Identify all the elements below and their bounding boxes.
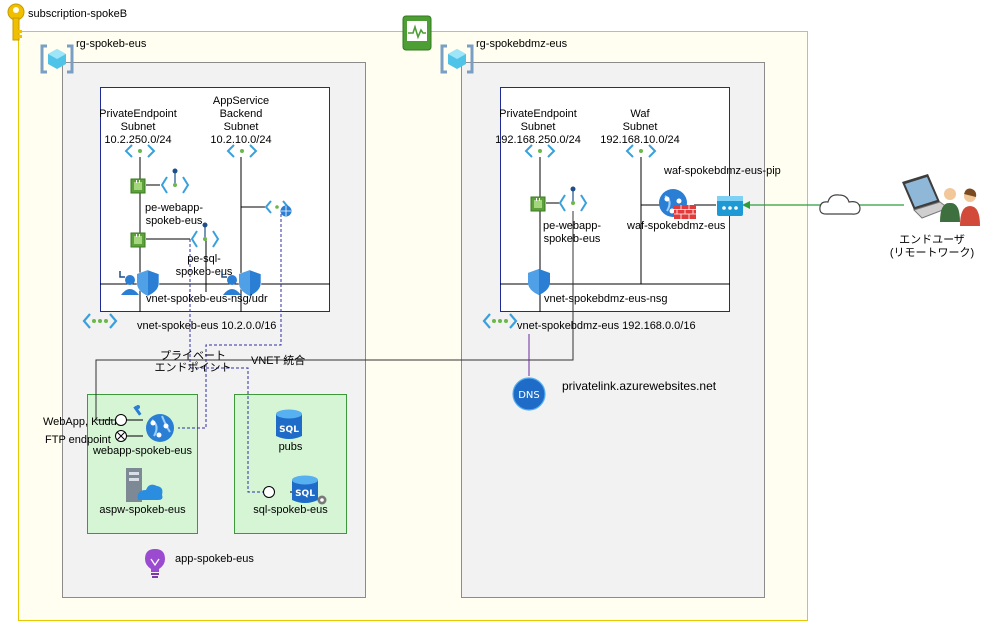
pubs-label: pubs — [278, 441, 303, 453]
waf-pip-label: waf-spokebdmz-eus-pip — [664, 165, 781, 177]
pe-subnet-right-label: PrivateEndpoint Subnet 192.168.250.0/24 — [495, 108, 581, 146]
svg-text:SQL: SQL — [295, 489, 315, 499]
subscription-label: subscription-spokeB — [28, 8, 128, 20]
endpoint-blocked-icon — [115, 430, 127, 442]
private-endpoint-icon — [190, 222, 220, 248]
app-service-plan-icon — [126, 468, 163, 502]
public-ip-icon — [717, 196, 743, 216]
network-interface-icon — [130, 232, 146, 248]
appsvc-subnet-label: AppService Backend Subnet 10.2.10.0/24 — [210, 95, 272, 146]
vnet-icon — [482, 313, 518, 329]
pe-subnet-left-label: PrivateEndpoint Subnet 10.2.250.0/24 — [99, 108, 177, 146]
waf-subnet-label: Waf Subnet 192.168.10.0/24 — [600, 108, 680, 146]
vnet-integration-note: VNET 統合 — [251, 355, 306, 367]
resource-group-icon — [440, 44, 474, 74]
webapp-label: webapp-spokeb-eus — [92, 445, 193, 457]
private-endpoint-note: プライベート エンドポイント — [154, 350, 232, 374]
subnet-icon — [124, 144, 156, 158]
subnet-icon — [226, 144, 258, 158]
app-insights-icon — [145, 549, 165, 578]
key-icon — [7, 3, 25, 41]
pe-webapp-right-label: pe-webapp- spokeb-eus — [542, 220, 602, 245]
sql-label: sql-spokeb-eus — [253, 504, 328, 516]
appinsights-label: app-spokeb-eus — [175, 553, 254, 565]
nsg-right-label: vnet-spokebdmz-eus-nsg — [544, 293, 668, 305]
dns-icon-text: DNS — [518, 390, 540, 401]
pe-webapp-left-label: pe-webapp- spokeb-eus — [144, 202, 204, 227]
remote-users-icon — [902, 174, 980, 226]
endpoint-open-icon — [115, 414, 127, 426]
dns-label: privatelink.azurewebsites.net — [562, 379, 717, 393]
vnet-right-label: vnet-spokebdmz-eus 192.168.0.0/16 — [517, 320, 696, 332]
app-service-icon — [133, 405, 174, 442]
rg-left-label: rg-spokeb-eus — [76, 38, 147, 50]
pe-sql-label: pe-sql- spokeb-eus — [175, 253, 233, 278]
private-endpoint-icon — [558, 186, 588, 212]
nsg-icon — [221, 269, 262, 297]
nsg-shield-icon — [528, 269, 550, 295]
vnet-integration-icon — [264, 200, 292, 217]
dns-zone-icon: DNS — [512, 377, 546, 411]
end-user-label: エンドユーザ (リモートワーク) — [889, 234, 975, 259]
resource-group-icon — [40, 44, 74, 74]
webapp-endpoint-label: WebApp, Kudu — [43, 416, 117, 428]
sql-server-icon: SQL — [290, 475, 327, 505]
waf-label: waf-spokebdmz-eus — [627, 220, 726, 232]
rg-right-label: rg-spokebdmz-eus — [476, 38, 568, 50]
internet-cloud-icon — [819, 194, 861, 215]
svg-text:SQL: SQL — [279, 425, 299, 435]
ftp-endpoint-label: FTP endpoint — [45, 434, 111, 446]
network-interface-icon — [130, 178, 146, 194]
network-interface-icon — [530, 196, 546, 212]
vnet-icon — [82, 313, 118, 329]
vnet-left-label: vnet-spokeb-eus 10.2.0.0/16 — [137, 320, 277, 332]
monitor-icon — [402, 15, 432, 51]
subnet-icon — [625, 144, 657, 158]
private-endpoint-icon — [160, 168, 190, 194]
aspw-label: aspw-spokeb-eus — [99, 504, 186, 516]
nsg-icon — [119, 269, 160, 297]
sql-database-icon: SQL — [276, 409, 302, 439]
nsg-left-label: vnet-spokeb-eus-nsg/udr — [146, 293, 268, 305]
application-gateway-icon — [659, 189, 696, 219]
endpoint-open-icon — [263, 486, 275, 498]
subnet-icon — [524, 144, 556, 158]
